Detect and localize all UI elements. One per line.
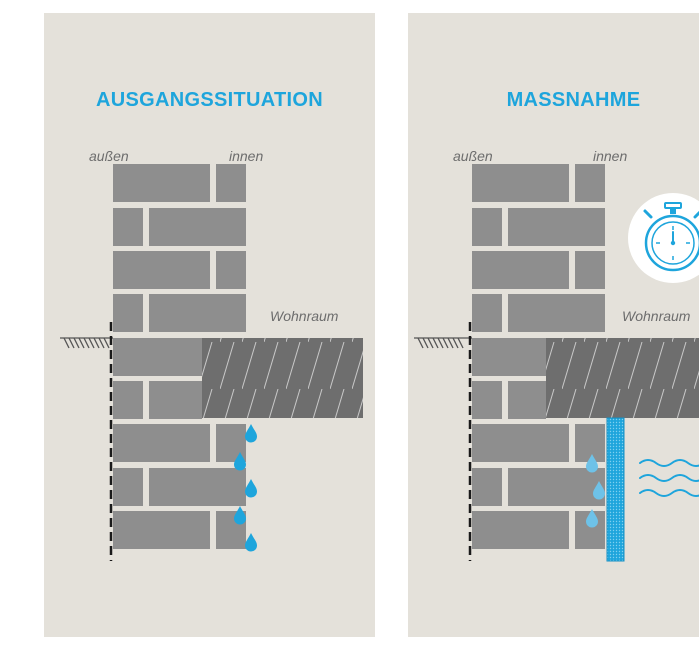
stopwatch-icon <box>628 193 699 283</box>
inner-sealing-layer <box>606 417 625 562</box>
label-inside: innen <box>229 148 264 164</box>
label-inside: innen <box>593 148 628 164</box>
wall-cross-section <box>414 164 699 562</box>
ceiling-slab <box>202 338 363 418</box>
label-living-room: Wohnraum <box>270 308 339 324</box>
label-outside: außen <box>453 148 493 164</box>
brick-courses <box>113 164 246 549</box>
label-outside: außen <box>89 148 129 164</box>
label-living-room: Wohnraum <box>622 308 691 324</box>
ground-hatch <box>60 337 113 349</box>
brick-courses <box>472 164 605 549</box>
panel-title: AUSGANGSSITUATION <box>96 89 323 111</box>
ceiling-slab <box>546 338 699 418</box>
ground-hatch <box>414 337 472 349</box>
panel-measure: MASSNAHME außen innen Wohnraum Keller <box>408 13 699 637</box>
air-waves <box>639 459 699 497</box>
wall-cross-section <box>60 164 363 561</box>
panel-initial-situation: AUSGANGSSITUATION außen innen Wohnraum K… <box>44 13 375 637</box>
panel-title: MASSNAHME <box>506 89 641 111</box>
